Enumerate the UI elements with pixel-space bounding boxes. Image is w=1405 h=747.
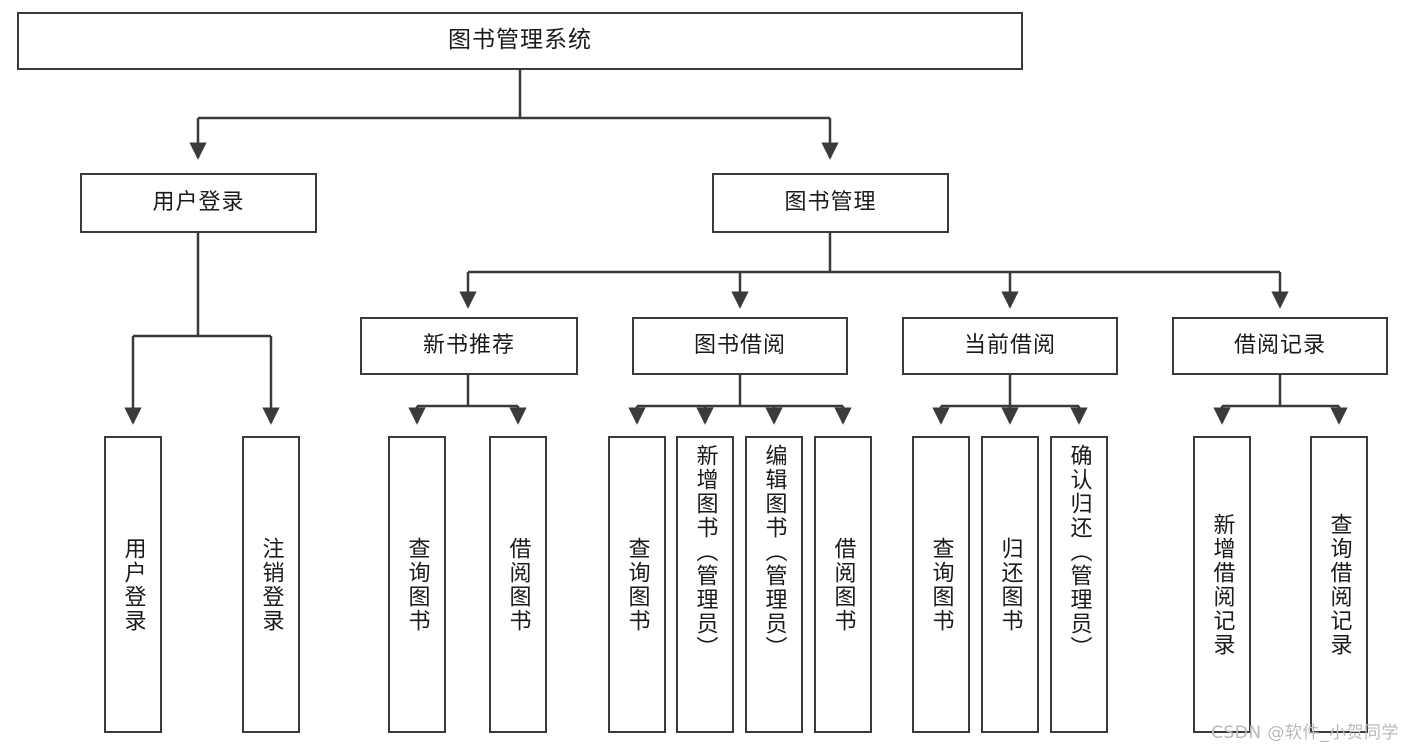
node-label: 用户登录	[120, 536, 146, 633]
leaf-query-book-borrow[interactable]: 查询图书	[608, 436, 666, 733]
watermark-text: CSDN @软件_小贺同学	[1211, 723, 1399, 743]
leaf-query-book-recommend[interactable]: 查询图书	[388, 436, 446, 733]
node-label: 新增图书（管理员）	[692, 444, 718, 660]
leaf-add-book-admin[interactable]: 新增图书（管理员）	[676, 436, 734, 733]
node-user-login[interactable]: 用户登录	[80, 173, 317, 233]
node-label: 借阅记录	[1233, 332, 1326, 358]
node-root-book-management-system[interactable]: 图书管理系统	[17, 12, 1023, 70]
node-label: 图书管理	[784, 189, 877, 215]
node-label: 编辑图书（管理员）	[761, 444, 787, 660]
leaf-logout[interactable]: 注销登录	[242, 436, 300, 733]
leaf-query-book-current[interactable]: 查询图书	[912, 436, 970, 733]
leaf-return-book[interactable]: 归还图书	[981, 436, 1039, 733]
node-label: 查询借阅记录	[1326, 512, 1352, 657]
node-label: 借阅图书	[830, 536, 856, 633]
node-label: 查询图书	[928, 536, 954, 633]
leaf-confirm-return-admin[interactable]: 确认归还（管理员）	[1050, 436, 1108, 733]
node-new-book-recommendation[interactable]: 新书推荐	[360, 317, 578, 375]
node-label: 新书推荐	[422, 332, 515, 358]
node-label: 借阅图书	[505, 536, 531, 633]
node-label: 当前借阅	[963, 332, 1056, 358]
leaf-query-borrow-record[interactable]: 查询借阅记录	[1310, 436, 1368, 733]
node-borrowing-record[interactable]: 借阅记录	[1172, 317, 1388, 375]
node-book-borrowing[interactable]: 图书借阅	[632, 317, 848, 375]
node-label: 新增借阅记录	[1209, 512, 1235, 657]
node-label: 归还图书	[997, 536, 1023, 633]
node-label: 查询图书	[624, 536, 650, 633]
node-label: 确认归还（管理员）	[1066, 444, 1092, 660]
leaf-edit-book-admin[interactable]: 编辑图书（管理员）	[745, 436, 803, 733]
node-label: 注销登录	[258, 536, 284, 633]
node-label: 图书借阅	[693, 332, 786, 358]
node-book-management[interactable]: 图书管理	[712, 173, 949, 233]
leaf-borrow-book-recommend[interactable]: 借阅图书	[489, 436, 547, 733]
leaf-user-login[interactable]: 用户登录	[104, 436, 162, 733]
leaf-add-borrow-record[interactable]: 新增借阅记录	[1193, 436, 1251, 733]
leaf-borrow-book[interactable]: 借阅图书	[814, 436, 872, 733]
node-label: 图书管理系统	[448, 27, 592, 54]
node-current-borrowing[interactable]: 当前借阅	[902, 317, 1118, 375]
node-label: 用户登录	[152, 189, 245, 215]
node-label: 查询图书	[404, 536, 430, 633]
